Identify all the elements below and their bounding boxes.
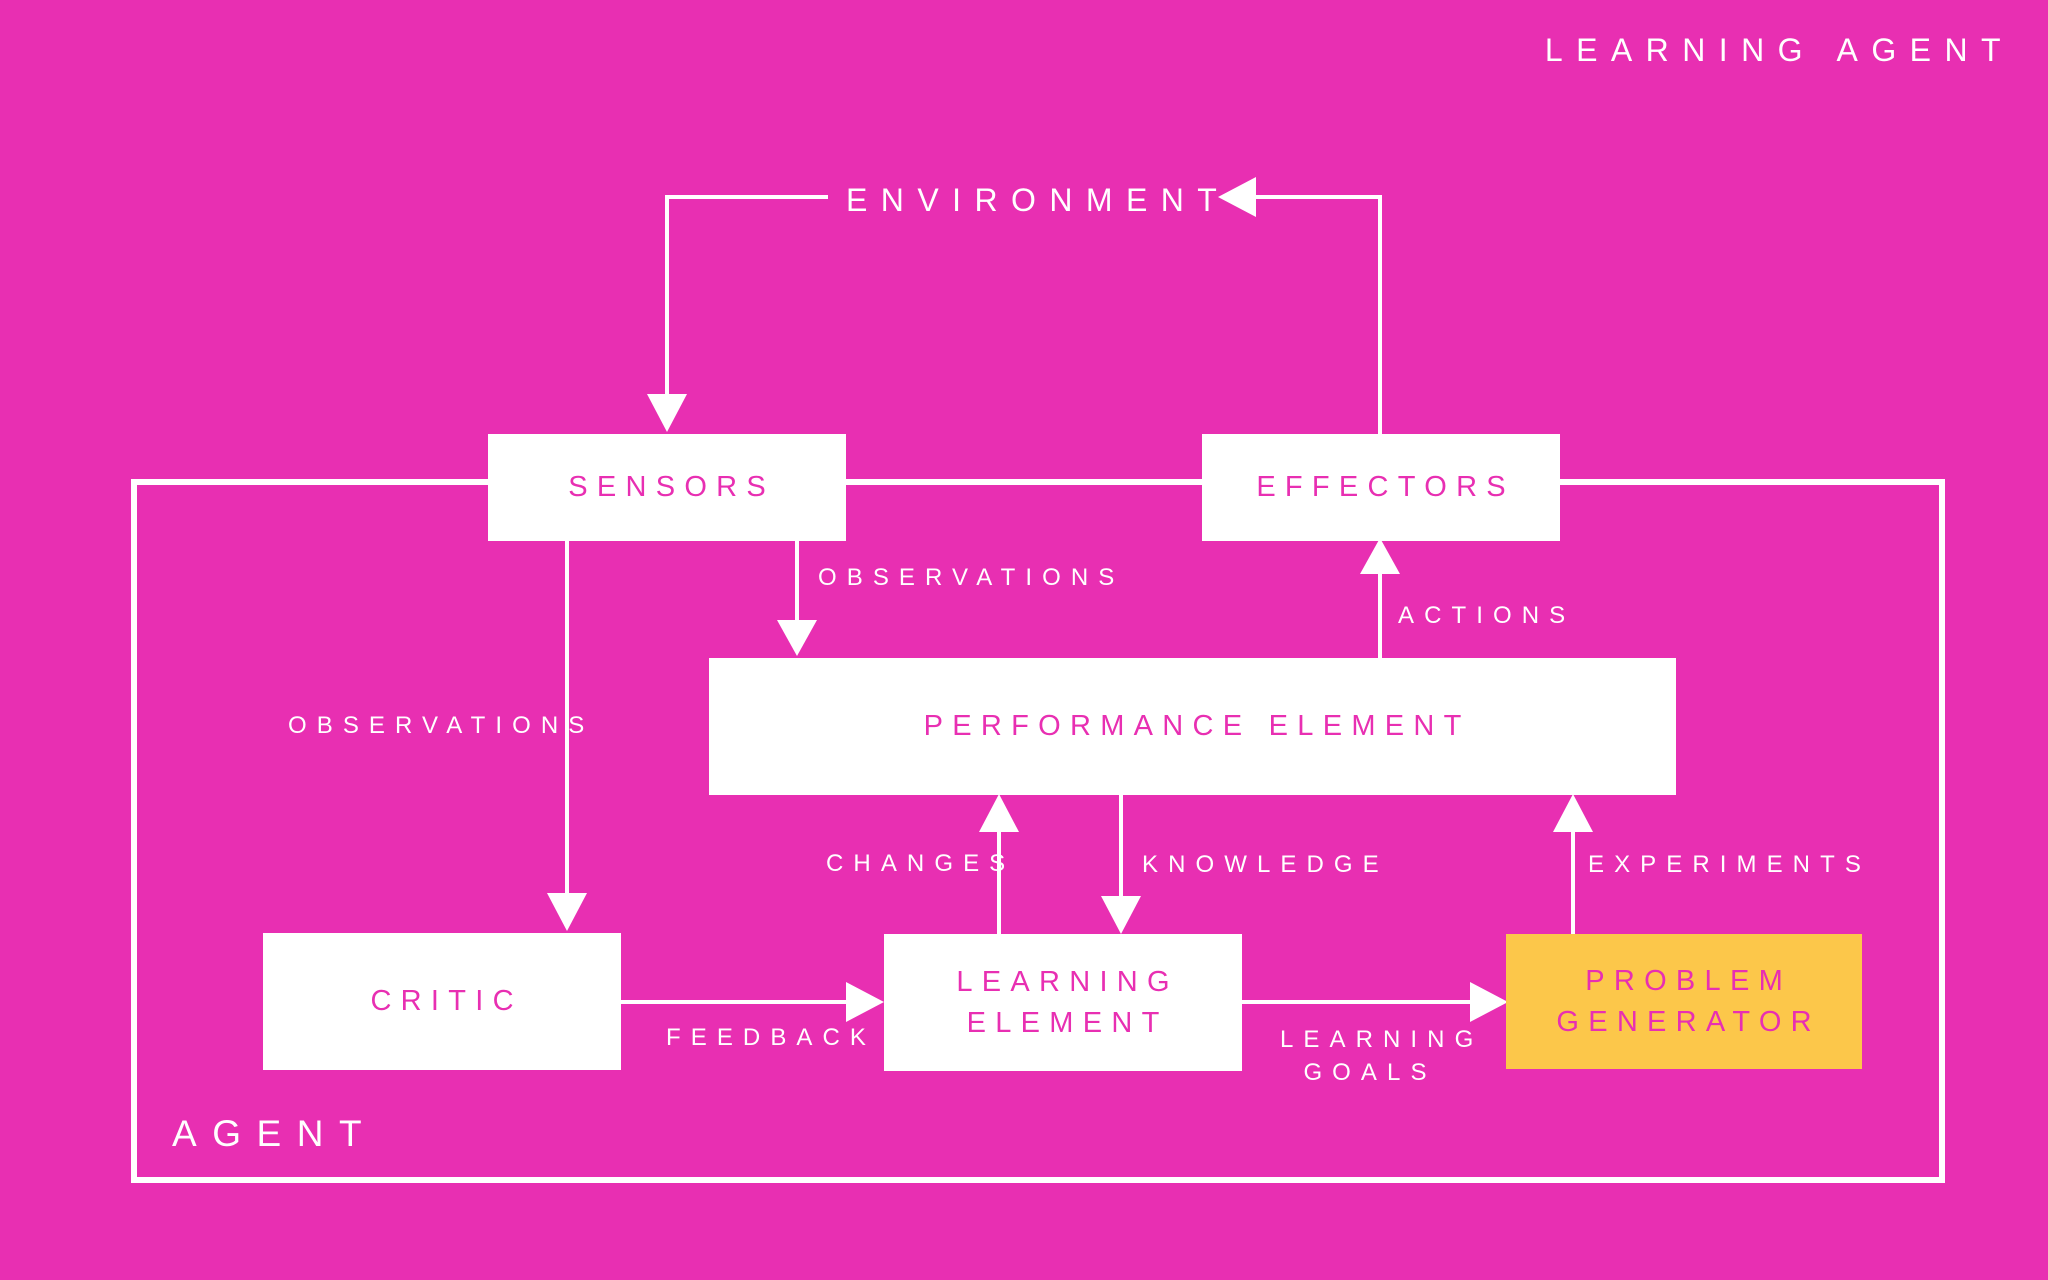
arrowhead-learning-feedback [846,982,884,1022]
arrowhead-performance-experiments [1553,794,1593,832]
actions-label: ACTIONS [1398,602,1576,629]
performance-element-box: PERFORMANCE ELEMENT [709,658,1676,795]
problem-generator-label: PROBLEM GENERATOR [1556,964,1821,1038]
learning-goals-label: LEARNING GOALS [1280,1026,1484,1086]
arrowhead-performance-observations [777,620,817,656]
knowledge-label: KNOWLEDGE [1142,851,1389,878]
edge-environment-sensors [665,195,828,394]
arrowhead-learning-knowledge [1101,896,1141,934]
effectors-box: EFFECTORS [1202,434,1560,541]
page-title: LEARNING AGENT [1544,32,2014,68]
arrowhead-critic [547,893,587,931]
learning-element-label: LEARNING ELEMENT [956,965,1179,1039]
changes-label: CHANGES [826,850,1016,877]
effectors-label: EFFECTORS [1256,471,1515,503]
experiments-label: EXPERIMENTS [1588,851,1871,878]
critic-label: CRITIC [370,985,523,1017]
feedback-label: FEEDBACK [666,1024,877,1051]
observations-left-label: OBSERVATIONS [288,712,595,739]
arrowhead-environment [1218,177,1256,217]
arrowhead-performance-changes [979,794,1019,832]
critic-box: CRITIC [263,933,621,1070]
arrowhead-problem-generator [1470,982,1508,1022]
problem-generator-box: PROBLEM GENERATOR [1506,934,1862,1069]
agent-boundary [131,479,1945,1183]
arrowhead-effectors [1360,538,1400,574]
agent-label: AGENT [172,1113,378,1154]
environment-label: ENVIRONMENT [846,182,1231,218]
sensors-label: SENSORS [568,471,776,503]
edge-effectors-environment [1255,195,1382,434]
observations-top-label: OBSERVATIONS [818,564,1125,591]
performance-element-label: PERFORMANCE ELEMENT [923,710,1471,742]
sensors-box: SENSORS [488,434,846,541]
learning-element-box: LEARNING ELEMENT [884,934,1242,1071]
arrowhead-sensors [647,394,687,432]
